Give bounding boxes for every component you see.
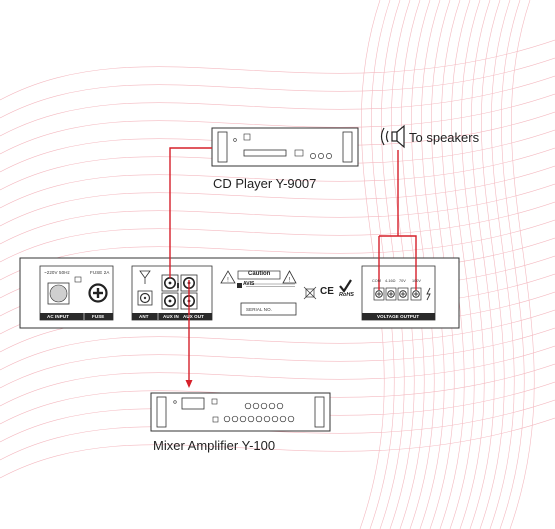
aux-in-label: AUX IN xyxy=(163,314,179,319)
fuse-rating-label: FUSE 2A xyxy=(90,270,110,275)
power-rating-label: ~220V 50Hz xyxy=(44,270,70,275)
serial-no-label: SERIAL NO. xyxy=(246,307,273,312)
ac-input-label: AC INPUT xyxy=(47,314,70,319)
cd-player-device xyxy=(211,127,359,167)
svg-text:!: ! xyxy=(227,278,229,284)
cd-player-label: CD Player Y-9007 xyxy=(213,176,317,191)
rohs-label: RoHS xyxy=(339,292,354,298)
speaker-terminals xyxy=(373,287,422,301)
cable-speaker-split xyxy=(378,235,417,290)
amplifier-rear-panel: ! ! xyxy=(19,257,460,329)
fuse-label: FUSE xyxy=(92,314,105,319)
cables xyxy=(169,147,417,386)
mixer-amplifier-label: Mixer Amplifier Y-100 xyxy=(153,438,276,453)
svg-text:!: ! xyxy=(289,278,291,284)
rohs-check-icon xyxy=(339,279,352,293)
to-speakers-label: To speakers xyxy=(409,130,480,145)
high-voltage-icon xyxy=(426,287,431,301)
speaker-icon xyxy=(380,124,405,149)
mixer-amplifier-device xyxy=(150,392,331,432)
aux-out-label: AUX OUT xyxy=(183,314,204,319)
v70-label: 70V xyxy=(399,279,406,283)
avis-label: AVIS xyxy=(243,281,255,287)
ce-mark: CE xyxy=(320,286,334,297)
ohm-label: 4-16Ω xyxy=(385,279,396,283)
weee-bin-icon xyxy=(303,286,317,300)
com-label: COM xyxy=(372,279,381,283)
mixer-knobs xyxy=(223,402,295,423)
v100-label: 100V xyxy=(412,279,421,283)
cable-cd-to-aux-in xyxy=(169,147,212,278)
caution-label: Caution xyxy=(248,271,271,277)
arrow-head-mixer xyxy=(185,380,193,388)
ant-label: ANT xyxy=(139,314,149,319)
voltage-output-label: VOLTAGE OUTPUT xyxy=(377,314,420,319)
